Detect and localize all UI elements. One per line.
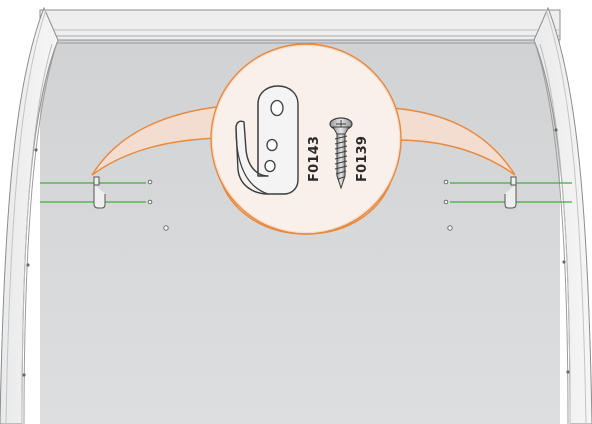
- screw-part-label: F0139: [355, 136, 370, 182]
- oval-rail-bracket-icon: [235, 85, 299, 195]
- right-bracket: [504, 176, 517, 209]
- left-bracket: [93, 176, 106, 209]
- bracket-part-label: F0143: [307, 136, 322, 182]
- top-rail: [39, 9, 561, 44]
- right-side-panel: [533, 6, 592, 424]
- panel-holes: [147, 179, 453, 231]
- left-side-panel: [0, 6, 59, 424]
- screw-icon: [329, 117, 353, 190]
